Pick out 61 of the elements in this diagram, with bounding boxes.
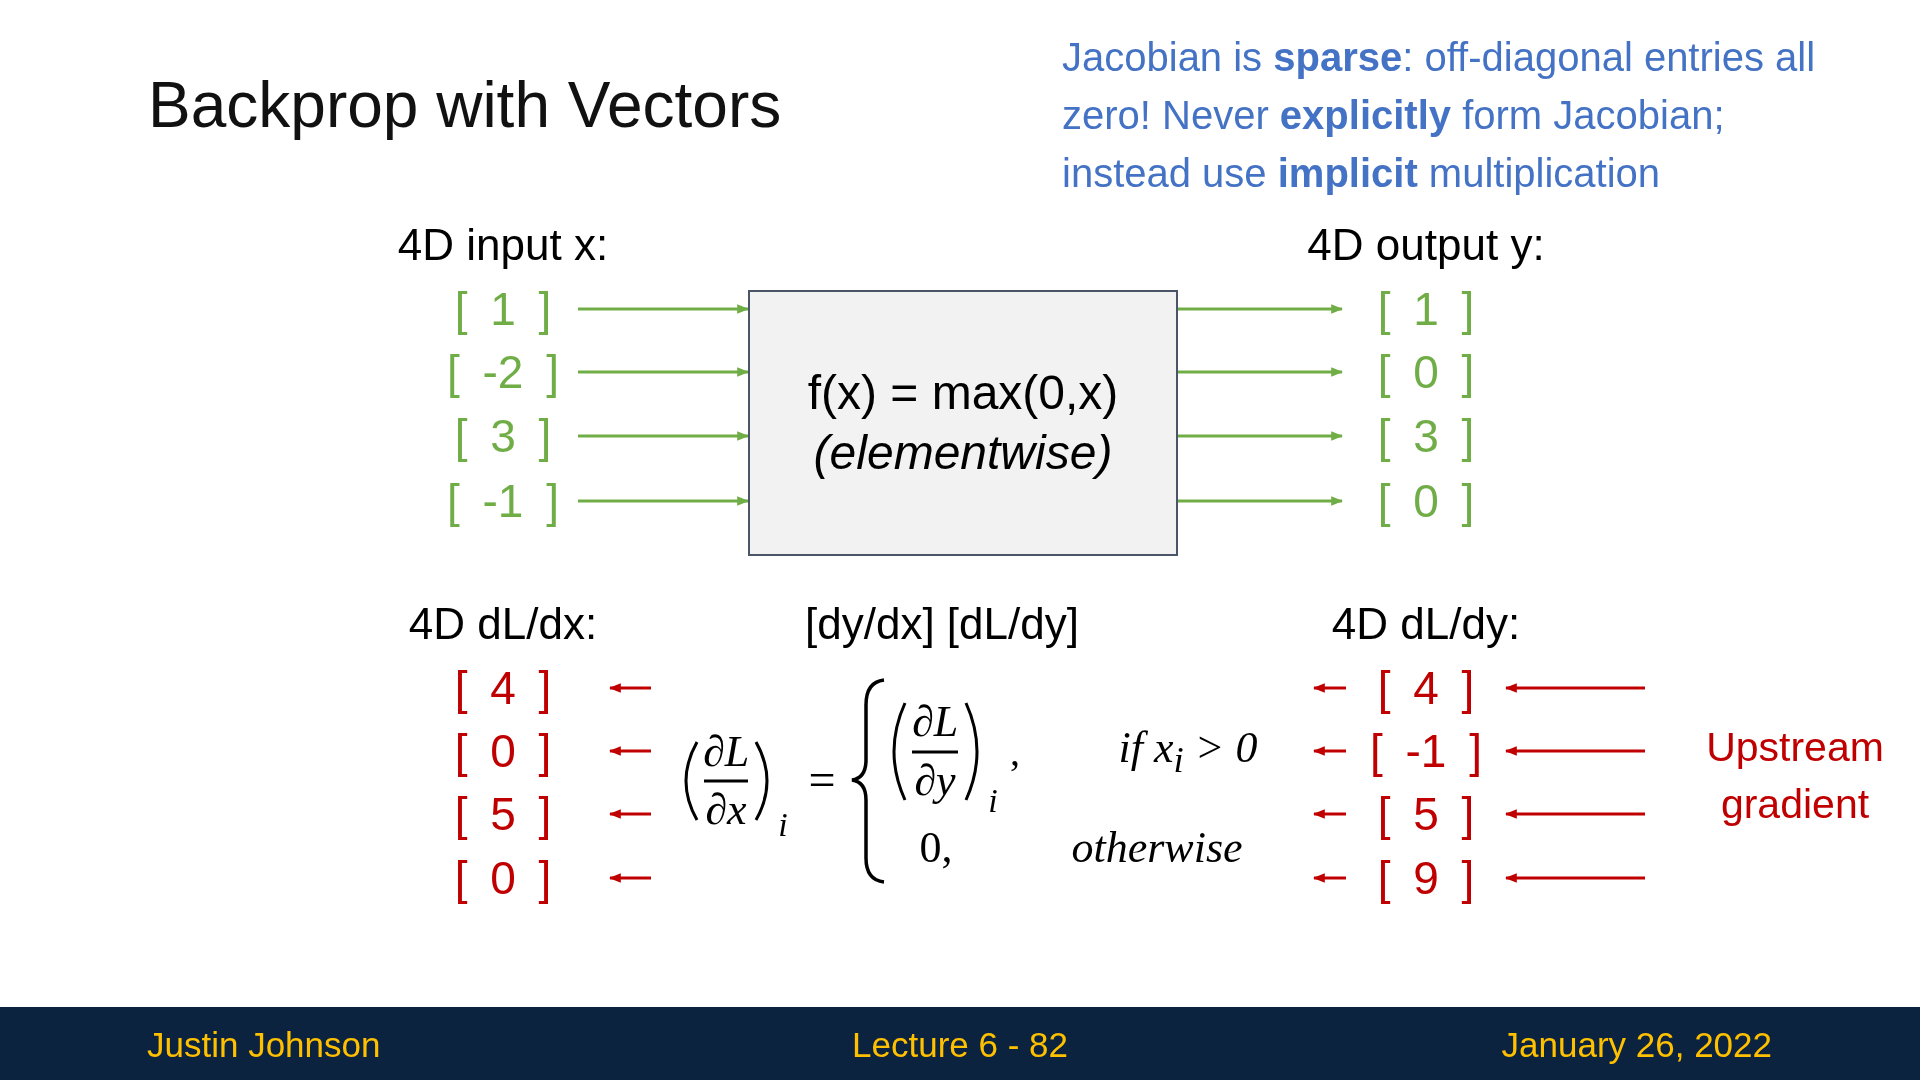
section-label: 4D input x: xyxy=(397,219,609,271)
annotation-text: Upstream gradient xyxy=(1705,722,1885,829)
vector-entry: [ 1 ] xyxy=(1342,280,1510,338)
arrow xyxy=(1178,367,1344,377)
vector-entry: [ 4 ] xyxy=(396,659,610,717)
math-text: , xyxy=(1010,729,1020,775)
math-text: ∂x xyxy=(705,784,747,836)
footer-text: Justin Johnson xyxy=(147,1024,381,1066)
arrow xyxy=(1312,809,1346,819)
arrow xyxy=(608,746,651,756)
footer-text: Lecture 6 - 82 xyxy=(852,1024,1068,1066)
arrow xyxy=(608,683,651,693)
arrow xyxy=(578,431,750,441)
vector-entry: [ -1 ] xyxy=(428,472,578,530)
arrow xyxy=(608,809,651,819)
vector-entry: [ 1 ] xyxy=(428,280,578,338)
section-label: 4D output y: xyxy=(1307,219,1545,271)
arrow xyxy=(578,496,750,506)
arrow xyxy=(1178,496,1344,506)
math-text: otherwise xyxy=(1071,822,1243,874)
math-text: ∂L xyxy=(702,726,750,778)
vector-entry: [ 5 ] xyxy=(396,785,610,843)
arrow xyxy=(1504,809,1645,819)
arrow xyxy=(1504,873,1645,883)
math-text: ∂y xyxy=(914,755,956,807)
function-box xyxy=(748,290,1178,556)
arrow xyxy=(578,304,750,314)
section-label: [dy/dx] [dL/dy] xyxy=(805,598,1079,650)
arrow xyxy=(1504,746,1645,756)
arrow xyxy=(578,367,750,377)
vector-entry: [ 0 ] xyxy=(396,849,610,907)
math-text: 0, xyxy=(919,822,953,874)
section-label: 4D dL/dy: xyxy=(1331,598,1521,650)
math-text: = xyxy=(808,752,836,808)
arrow xyxy=(1178,431,1344,441)
vector-entry: [ 3 ] xyxy=(428,407,578,465)
arrow xyxy=(1178,304,1344,314)
vector-entry: [ 4 ] xyxy=(1346,659,1506,717)
arrow xyxy=(1312,746,1346,756)
vector-entry: [ 3 ] xyxy=(1342,407,1510,465)
vector-entry: [ 0 ] xyxy=(1342,343,1510,401)
arrow xyxy=(1312,873,1346,883)
note-text: Jacobian is sparse: off-diagonal entries all zero! Never explicitly form Jacobian; instead use implicit multiplication xyxy=(1062,34,1817,197)
vector-entry: [ 9 ] xyxy=(1346,849,1506,907)
arrow xyxy=(608,873,651,883)
math-text: i xyxy=(778,805,788,845)
section-label: 4D dL/dx: xyxy=(408,598,598,650)
footer-text: January 26, 2022 xyxy=(1501,1024,1772,1066)
vector-entry: [ -2 ] xyxy=(428,343,578,401)
slide-title: Backprop with Vectors xyxy=(148,68,782,142)
function-formula: f(x) = max(0,x) xyxy=(807,365,1119,421)
function-note: (elementwise) xyxy=(813,425,1113,481)
math-text: i xyxy=(988,781,998,821)
math-text: ∂L xyxy=(911,696,959,748)
arrow xyxy=(1312,683,1346,693)
arrow xyxy=(1504,683,1645,693)
vector-entry: [ 0 ] xyxy=(396,722,610,780)
vector-entry: [ 0 ] xyxy=(1342,472,1510,530)
math-text: if x$_{i}$ > 0 xyxy=(1118,723,1258,781)
vector-entry: [ -1 ] xyxy=(1346,722,1506,780)
vector-entry: [ 5 ] xyxy=(1346,785,1506,843)
